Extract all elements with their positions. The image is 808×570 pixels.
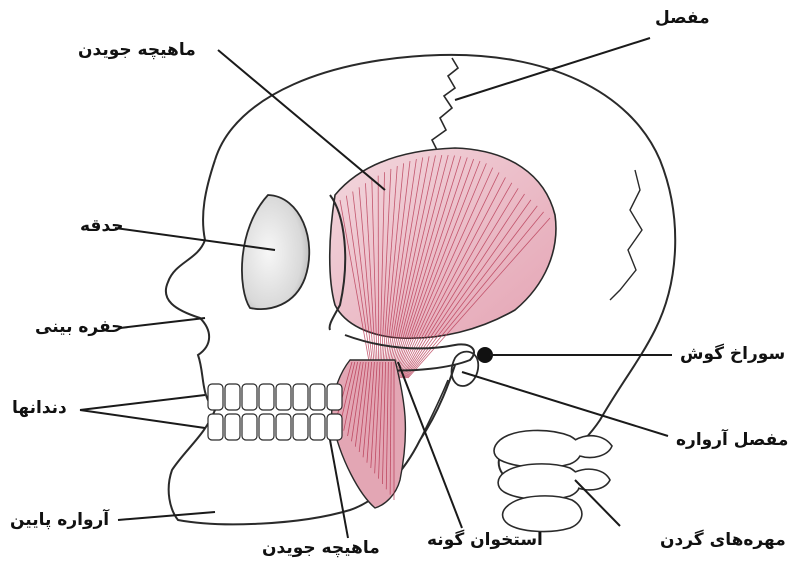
tooth — [276, 384, 291, 410]
leader-temporalis — [218, 50, 385, 190]
tooth — [293, 384, 308, 410]
label-ear-canal: سوراخ گوش — [680, 346, 785, 363]
tooth — [276, 414, 291, 440]
orbit — [242, 195, 309, 309]
tooth — [225, 384, 240, 410]
neck-vertebrae — [494, 430, 612, 531]
label-nasal-cavity: حفره بینی — [35, 319, 123, 336]
tooth — [310, 414, 325, 440]
jaw-joint — [452, 352, 479, 386]
tooth — [242, 414, 257, 440]
teeth — [208, 384, 342, 440]
tooth — [327, 414, 342, 440]
tooth — [259, 414, 274, 440]
label-lower-jaw: آرواره پایین — [10, 512, 109, 529]
face-outline — [166, 160, 215, 410]
leader-lower-jaw — [118, 512, 215, 520]
tooth — [259, 384, 274, 410]
tooth — [242, 384, 257, 410]
leader-jaw-joint — [462, 372, 668, 436]
leader-suture — [455, 38, 650, 100]
tooth — [310, 384, 325, 410]
label-jaw-joint: مفصل آرواره — [676, 432, 788, 449]
label-neck-vertebrae: مهره‌های گردن — [660, 532, 786, 549]
leader-nasal — [120, 318, 205, 328]
label-suture: مفصل — [655, 10, 710, 27]
leader-teeth-a — [80, 395, 205, 410]
tooth — [225, 414, 240, 440]
leader-teeth-b — [80, 410, 205, 428]
label-teeth: دندانها — [12, 400, 67, 417]
rear-suture — [610, 170, 642, 300]
label-masseter-muscle: ماهیچه جویدن — [262, 540, 380, 557]
tooth — [208, 384, 223, 410]
tooth — [293, 414, 308, 440]
leader-cheekbone — [398, 362, 462, 528]
label-orbit: حدقه — [80, 218, 124, 235]
tooth — [208, 414, 223, 440]
label-cheekbone: استخوان گونه — [427, 532, 543, 549]
label-temporalis-muscle: ماهیچه جویدن — [78, 42, 196, 59]
tooth — [327, 384, 342, 410]
